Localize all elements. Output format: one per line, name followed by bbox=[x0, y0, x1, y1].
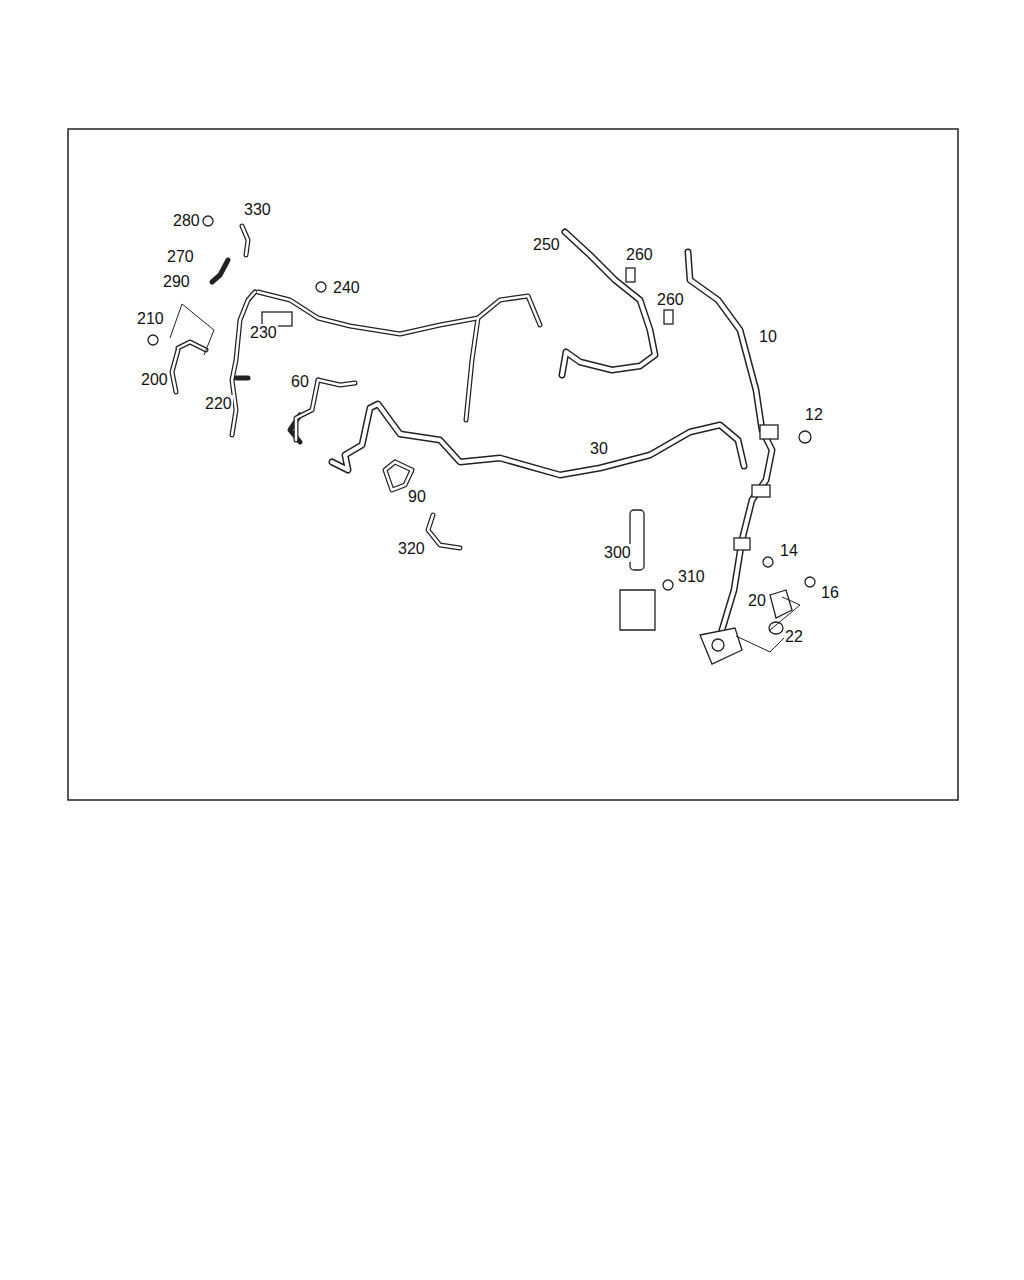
callout-number: 270 bbox=[166, 248, 195, 266]
callout-number: 290 bbox=[162, 273, 191, 291]
callout-number: 10 bbox=[758, 328, 778, 346]
callout-number: 20 bbox=[747, 592, 767, 610]
callout-number: 320 bbox=[397, 540, 426, 558]
callout-number: 260 bbox=[656, 291, 685, 309]
callout-number: 220 bbox=[204, 395, 233, 413]
callout-number: 260 bbox=[625, 246, 654, 264]
callout-number: 16 bbox=[820, 584, 840, 602]
callout-number: 60 bbox=[290, 373, 310, 391]
callout-number: 30 bbox=[589, 440, 609, 458]
callout-number: 230 bbox=[249, 324, 278, 342]
callout-number: 280 bbox=[172, 212, 201, 230]
frame bbox=[68, 129, 958, 800]
callout-number: 300 bbox=[603, 544, 632, 562]
callout-number: 22 bbox=[784, 628, 804, 646]
tubes bbox=[172, 226, 772, 630]
callout-number: 250 bbox=[532, 236, 561, 254]
callout-number: 90 bbox=[407, 488, 427, 506]
callout-number: 14 bbox=[779, 542, 799, 560]
callout-number: 12 bbox=[804, 406, 824, 424]
callout-number: 330 bbox=[243, 201, 272, 219]
callout-number: 200 bbox=[140, 371, 169, 389]
fittings bbox=[148, 216, 815, 664]
callout-number: 210 bbox=[136, 310, 165, 328]
callout-number: 310 bbox=[677, 568, 706, 586]
leader-lines bbox=[170, 304, 800, 652]
callout-number: 240 bbox=[332, 279, 361, 297]
